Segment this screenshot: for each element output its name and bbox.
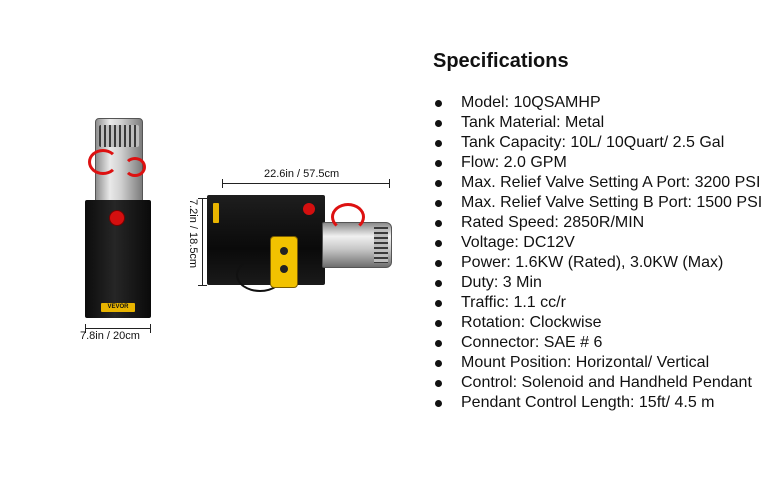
spec-item: Voltage: DC12V <box>433 233 768 253</box>
height-dimension-label: 7.2in / 18.5cm <box>187 199 199 269</box>
spec-text: Model: 10QSAMHP <box>461 94 601 111</box>
oil-cap <box>109 210 125 226</box>
spec-text: Flow: 2.0 GPM <box>461 154 567 171</box>
bullet-icon <box>435 160 442 167</box>
handheld-pendant-image <box>270 236 298 288</box>
pendant-cord <box>236 258 284 292</box>
spec-text: Pendant Control Length: 15ft/ 4.5 m <box>461 394 715 411</box>
spec-item: Model: 10QSAMHP <box>433 93 768 113</box>
oil-cap <box>303 203 315 215</box>
length-dimension-label: 22.6in / 57.5cm <box>264 168 340 180</box>
pendant-button-up <box>280 247 288 255</box>
spec-text: Tank Capacity: 10L/ 10Quart/ 2.5 Gal <box>461 134 725 151</box>
spec-text: Tank Material: Metal <box>461 114 605 131</box>
product-figure: VEVOR 7.8in / 20cm 22.6in / 57.5cm 7.2in… <box>80 118 392 342</box>
spec-item: Control: Solenoid and Handheld Pendant <box>433 373 768 393</box>
bullet-icon <box>435 320 442 327</box>
bullet-icon <box>435 220 442 227</box>
spec-item: Pendant Control Length: 15ft/ 4.5 m <box>433 393 768 413</box>
bullet-icon <box>435 300 442 307</box>
bullet-icon <box>435 280 442 287</box>
spec-item: Power: 1.6KW (Rated), 3.0KW (Max) <box>433 253 768 273</box>
red-cable-right <box>124 157 146 177</box>
brand-logo: VEVOR <box>101 303 135 312</box>
length-dimension-line <box>222 179 390 188</box>
tank-vertical-image: VEVOR <box>85 200 151 318</box>
spec-text: Duty: 3 Min <box>461 274 542 291</box>
spec-text: Mount Position: Horizontal/ Vertical <box>461 354 710 371</box>
bullet-icon <box>435 180 442 187</box>
spec-text: Max. Relief Valve Setting A Port: 3200 P… <box>461 174 761 191</box>
spec-text: Voltage: DC12V <box>461 234 575 251</box>
spec-item: Rotation: Clockwise <box>433 313 768 333</box>
bullet-icon <box>435 380 442 387</box>
motor-fins <box>374 227 388 263</box>
bullet-icon <box>435 140 442 147</box>
width-dimension-line <box>85 324 151 333</box>
spec-item: Max. Relief Valve Setting A Port: 3200 P… <box>433 173 768 193</box>
motor-horizontal-image <box>322 203 392 268</box>
spec-item: Mount Position: Horizontal/ Vertical <box>433 353 768 373</box>
width-dimension-label: 7.8in / 20cm <box>80 330 140 342</box>
spec-text: Power: 1.6KW (Rated), 3.0KW (Max) <box>461 254 724 271</box>
spec-item: Connector: SAE # 6 <box>433 333 768 353</box>
bullet-icon <box>435 200 442 207</box>
bullet-icon <box>435 260 442 267</box>
red-cable-left <box>88 149 118 175</box>
spec-item: Duty: 3 Min <box>433 273 768 293</box>
specifications-title: Specifications <box>433 50 569 72</box>
brand-stripe <box>213 203 219 223</box>
bullet-icon <box>435 240 442 247</box>
spec-text: Rotation: Clockwise <box>461 314 602 331</box>
height-dimension-line <box>198 198 207 286</box>
specifications-section: Specifications Model: 10QSAMHP Tank Mater… <box>433 50 768 413</box>
spec-item: Tank Material: Metal <box>433 113 768 133</box>
spec-item: Max. Relief Valve Setting B Port: 1500 P… <box>433 193 768 213</box>
pendant-button-down <box>280 265 288 273</box>
spec-text: Max. Relief Valve Setting B Port: 1500 P… <box>461 194 763 211</box>
spec-text: Control: Solenoid and Handheld Pendant <box>461 374 752 391</box>
motor-fins <box>99 125 139 147</box>
bullet-icon <box>435 400 442 407</box>
spec-text: Traffic: 1.1 cc/r <box>461 294 566 311</box>
spec-item: Flow: 2.0 GPM <box>433 153 768 173</box>
spec-item: Traffic: 1.1 cc/r <box>433 293 768 313</box>
spec-item: Tank Capacity: 10L/ 10Quart/ 2.5 Gal <box>433 133 768 153</box>
bullet-icon <box>435 120 442 127</box>
bullet-icon <box>435 100 442 107</box>
red-cable <box>331 203 365 231</box>
spec-text: Connector: SAE # 6 <box>461 334 603 351</box>
motor-vertical-image <box>88 118 146 202</box>
bullet-icon <box>435 360 442 367</box>
bullet-icon <box>435 340 442 347</box>
spec-item: Rated Speed: 2850R/MIN <box>433 213 768 233</box>
spec-text: Rated Speed: 2850R/MIN <box>461 214 645 231</box>
